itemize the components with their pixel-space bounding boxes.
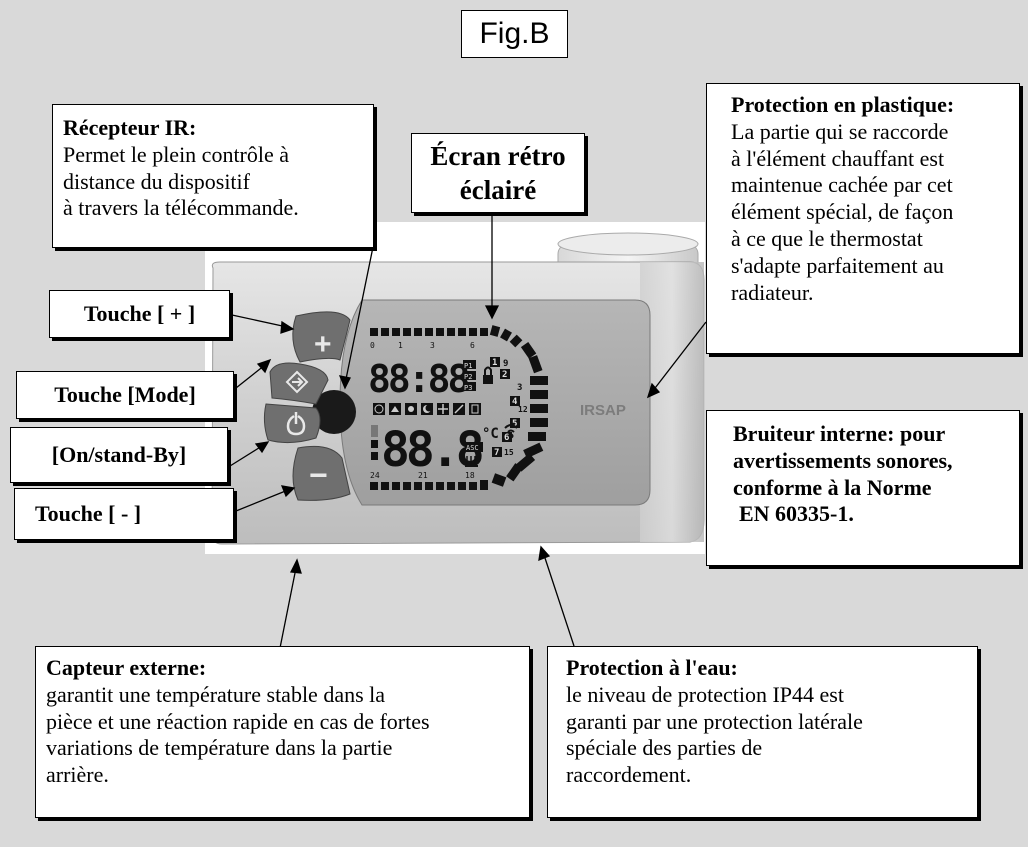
key-onoff-label: [On/stand-By] [10,427,228,483]
callout-line: Permet le plein contrôle à [63,141,290,167]
callout-line: le niveau de protection IP44 est [566,681,844,707]
callout-title: Protection à l'eau: [566,655,738,680]
ir-receiver [312,390,356,434]
callout-line: conforme à la Norme [733,474,932,500]
lcd-time: 88:88 [368,357,469,401]
key-plus-label: Touche [ + ] [49,290,230,338]
callout-line: garanti par une protection latérale [566,708,863,734]
key-minus-label: Touche [ - ] [14,488,234,540]
lcd-screen: 0 1 3 6 88:88 P1 P2 P3 [368,325,548,490]
ir-receiver-callout: Récepteur IR: Permet le plein contrôle à… [52,104,374,248]
callout-line: radiateur. [731,279,814,305]
callout-title: Protection en plastique: [731,92,955,117]
callout-line: avertissements sonores, [733,447,953,473]
leader-mode [235,364,266,389]
leader-water [543,554,575,647]
lock-icon [483,366,493,384]
callout-line: à l'élément chauffant est [731,145,945,171]
callout-line: spéciale des parties de [566,735,763,761]
lcd-program-p3: P3 [464,384,472,392]
lcd-scale-label: 6 [470,341,475,350]
lcd-day-number: 7 [494,448,499,458]
buzzer-callout: Bruiteur interne: pour avertissements so… [706,410,1020,566]
brand-logo: IRSAP [580,402,626,419]
callout-line: s'adapte parfaitement au [731,252,944,278]
minus-icon: − [309,457,328,493]
callout-line: distance du dispositif [63,168,250,194]
external-sensor-callout: Capteur externe: garantit une températur… [35,646,530,818]
callout-line: à ce que le thermostat [731,226,923,252]
callout-line: Bruiteur interne: pour [733,421,946,446]
lcd-scale-label: 0 [370,341,375,350]
leader-lines [229,212,707,649]
plus-button[interactable]: + [292,311,351,363]
lcd-mode-icons [373,403,481,415]
callout-line: Écran rétro [430,141,566,171]
callout-title: Récepteur IR: [63,115,197,140]
callout-line: La partie qui se raccorde [731,118,949,144]
leader-ir [344,246,374,385]
lcd-day-numbers: 1 9 2 3 4 12 5 6 7 15 [490,357,528,458]
callout-line: variations de température dans la partie [46,735,393,761]
lcd-day-number: 15 [504,448,514,457]
lcd-scale-label: 3 [430,341,435,350]
screen-callout: Écran rétro éclairé [411,133,585,213]
lcd-scale-label: 18 [465,471,475,480]
mode-button[interactable] [269,362,329,405]
leader-plastic [651,321,707,393]
plastic-protection-callout: Protection en plastique: La partie qui s… [706,83,1020,354]
callout-line: arrière. [46,762,109,788]
lcd-day-number: 4 [512,397,518,407]
lcd-top-segments [370,325,523,348]
minus-button[interactable]: − [292,445,351,501]
callout-title: Capteur externe: [46,655,207,680]
callout-line: garantit une température stable dans la [46,681,386,707]
lcd-day-number: 12 [518,405,528,414]
lcd-day-number: 5 [512,419,517,429]
leader-onoff [229,445,263,467]
callout-line: à travers la télécommande. [63,195,299,221]
lcd-day-number: 2 [502,370,507,380]
signal-icon [504,424,518,439]
lcd-scale-label: 24 [370,471,380,480]
figure-title: Fig.B [461,10,568,58]
callout-line: pièce et une réaction rapide en cas de f… [46,708,430,734]
water-protection-callout: Protection à l'eau: le niveau de protect… [547,646,978,818]
heating-icon [465,456,478,467]
lcd-program-p2: P2 [464,373,472,381]
power-button[interactable] [263,403,321,444]
lcd-day-number: 3 [517,383,522,393]
callout-line: EN 60335-1. [739,501,854,527]
callout-line: maintenue cachée par cet [731,172,953,198]
callout-line: éclairé [459,174,537,205]
lcd-day-number: 9 [503,359,508,369]
lcd-arc-segments [491,341,548,487]
lcd-program-p1: P1 [464,362,472,370]
power-icon [286,412,306,436]
lcd-scale-label: 1 [398,341,403,350]
program-labels [463,360,476,391]
display-panel: IRSAP [339,299,651,506]
callout-line: élément spécial, de façon [731,199,954,225]
lcd-bottom-segments [370,480,488,490]
leader-plus [231,314,288,328]
callout-line: raccordement. [566,762,692,788]
leader-minus [235,489,289,512]
leader-sensor [279,567,297,649]
lcd-unit: °C [482,426,499,442]
lcd-asc: ASC [466,444,479,452]
lcd-day-number: 1 [492,358,497,368]
key-mode-label: Touche [Mode] [16,371,234,419]
mode-icon [285,370,309,394]
plus-icon: + [314,328,332,361]
lcd-day-number: 6 [504,433,509,443]
lcd-scale-label: 21 [418,471,428,480]
